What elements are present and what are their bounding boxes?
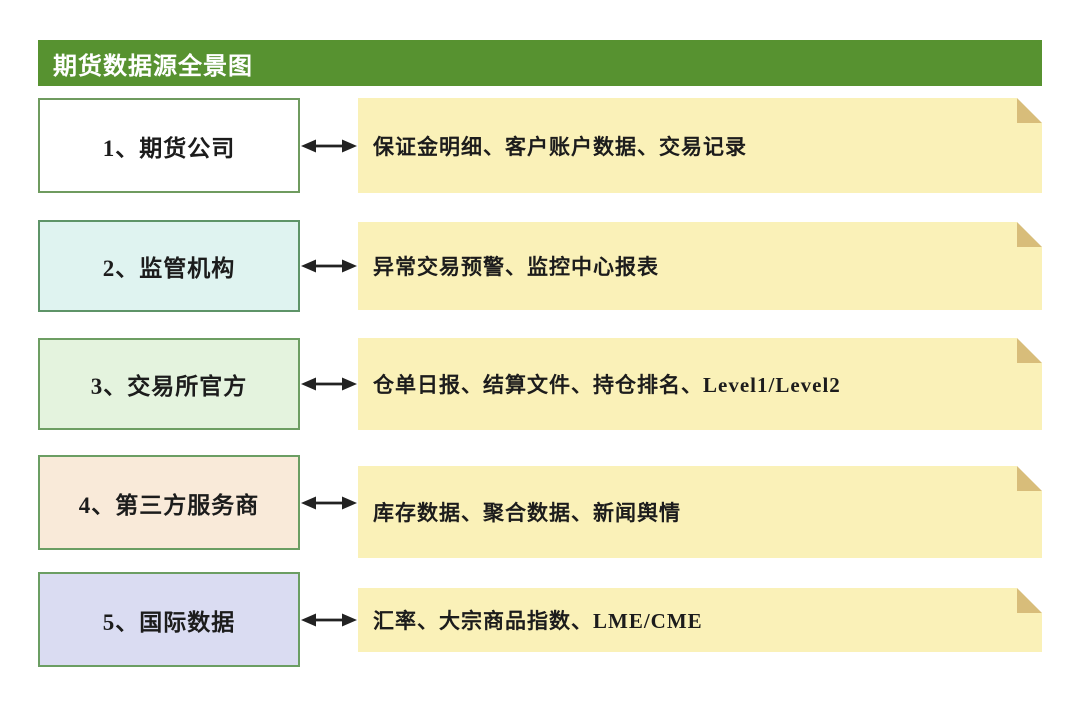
double-arrow-icon	[301, 376, 357, 392]
source-box-label: 4、第三方服务商	[78, 492, 260, 518]
data-note: 仓单日报、结算文件、持仓排名、Level1/Level2	[358, 338, 1042, 430]
source-box-label: 1、期货公司	[102, 135, 236, 161]
diagram-row: 1、期货公司 保证金明细、客户账户数据、交易记录	[38, 98, 1042, 193]
diagram-row: 3、交易所官方 仓单日报、结算文件、持仓排名、Level1/Level2	[38, 338, 1042, 430]
source-box-third-party-provider: 4、第三方服务商	[38, 455, 300, 550]
data-note-label: 异常交易预警、监控中心报表	[373, 255, 659, 279]
data-note-label: 保证金明细、客户账户数据、交易记录	[373, 134, 747, 159]
double-arrow-icon	[301, 612, 357, 628]
page-title: 期货数据源全景图	[53, 53, 253, 80]
diagram-header: 期货数据源全景图	[38, 40, 1042, 86]
source-box-label: 3、交易所官方	[90, 374, 248, 399]
folded-corner-icon	[1017, 588, 1042, 613]
data-note: 异常交易预警、监控中心报表	[358, 222, 1042, 310]
diagram-row: 5、国际数据 汇率、大宗商品指数、LME/CME	[38, 572, 1042, 667]
double-arrow-icon	[301, 138, 357, 154]
double-arrow-icon	[301, 495, 357, 511]
folded-corner-icon	[1017, 338, 1042, 363]
source-box-futures-company: 1、期货公司	[38, 98, 300, 193]
data-note-label: 汇率、大宗商品指数、LME/CME	[373, 609, 703, 633]
source-box-label: 2、监管机构	[102, 256, 236, 281]
source-box-regulator: 2、监管机构	[38, 220, 300, 312]
folded-corner-icon	[1017, 98, 1042, 123]
data-note-label: 仓单日报、结算文件、持仓排名、Level1/Level2	[373, 373, 841, 397]
source-box-exchange-official: 3、交易所官方	[38, 338, 300, 430]
source-box-international-data: 5、国际数据	[38, 572, 300, 667]
data-note: 库存数据、聚合数据、新闻舆情	[358, 466, 1042, 558]
folded-corner-icon	[1017, 466, 1042, 491]
data-note-label: 库存数据、聚合数据、新闻舆情	[373, 501, 681, 525]
diagram-row: 2、监管机构 异常交易预警、监控中心报表	[38, 220, 1042, 312]
diagram-row: 4、第三方服务商 库存数据、聚合数据、新闻舆情	[38, 455, 1042, 558]
folded-corner-icon	[1017, 222, 1042, 247]
data-note: 保证金明细、客户账户数据、交易记录	[358, 98, 1042, 193]
data-note: 汇率、大宗商品指数、LME/CME	[358, 588, 1042, 652]
double-arrow-icon	[301, 258, 357, 274]
source-box-label: 5、国际数据	[102, 609, 236, 635]
